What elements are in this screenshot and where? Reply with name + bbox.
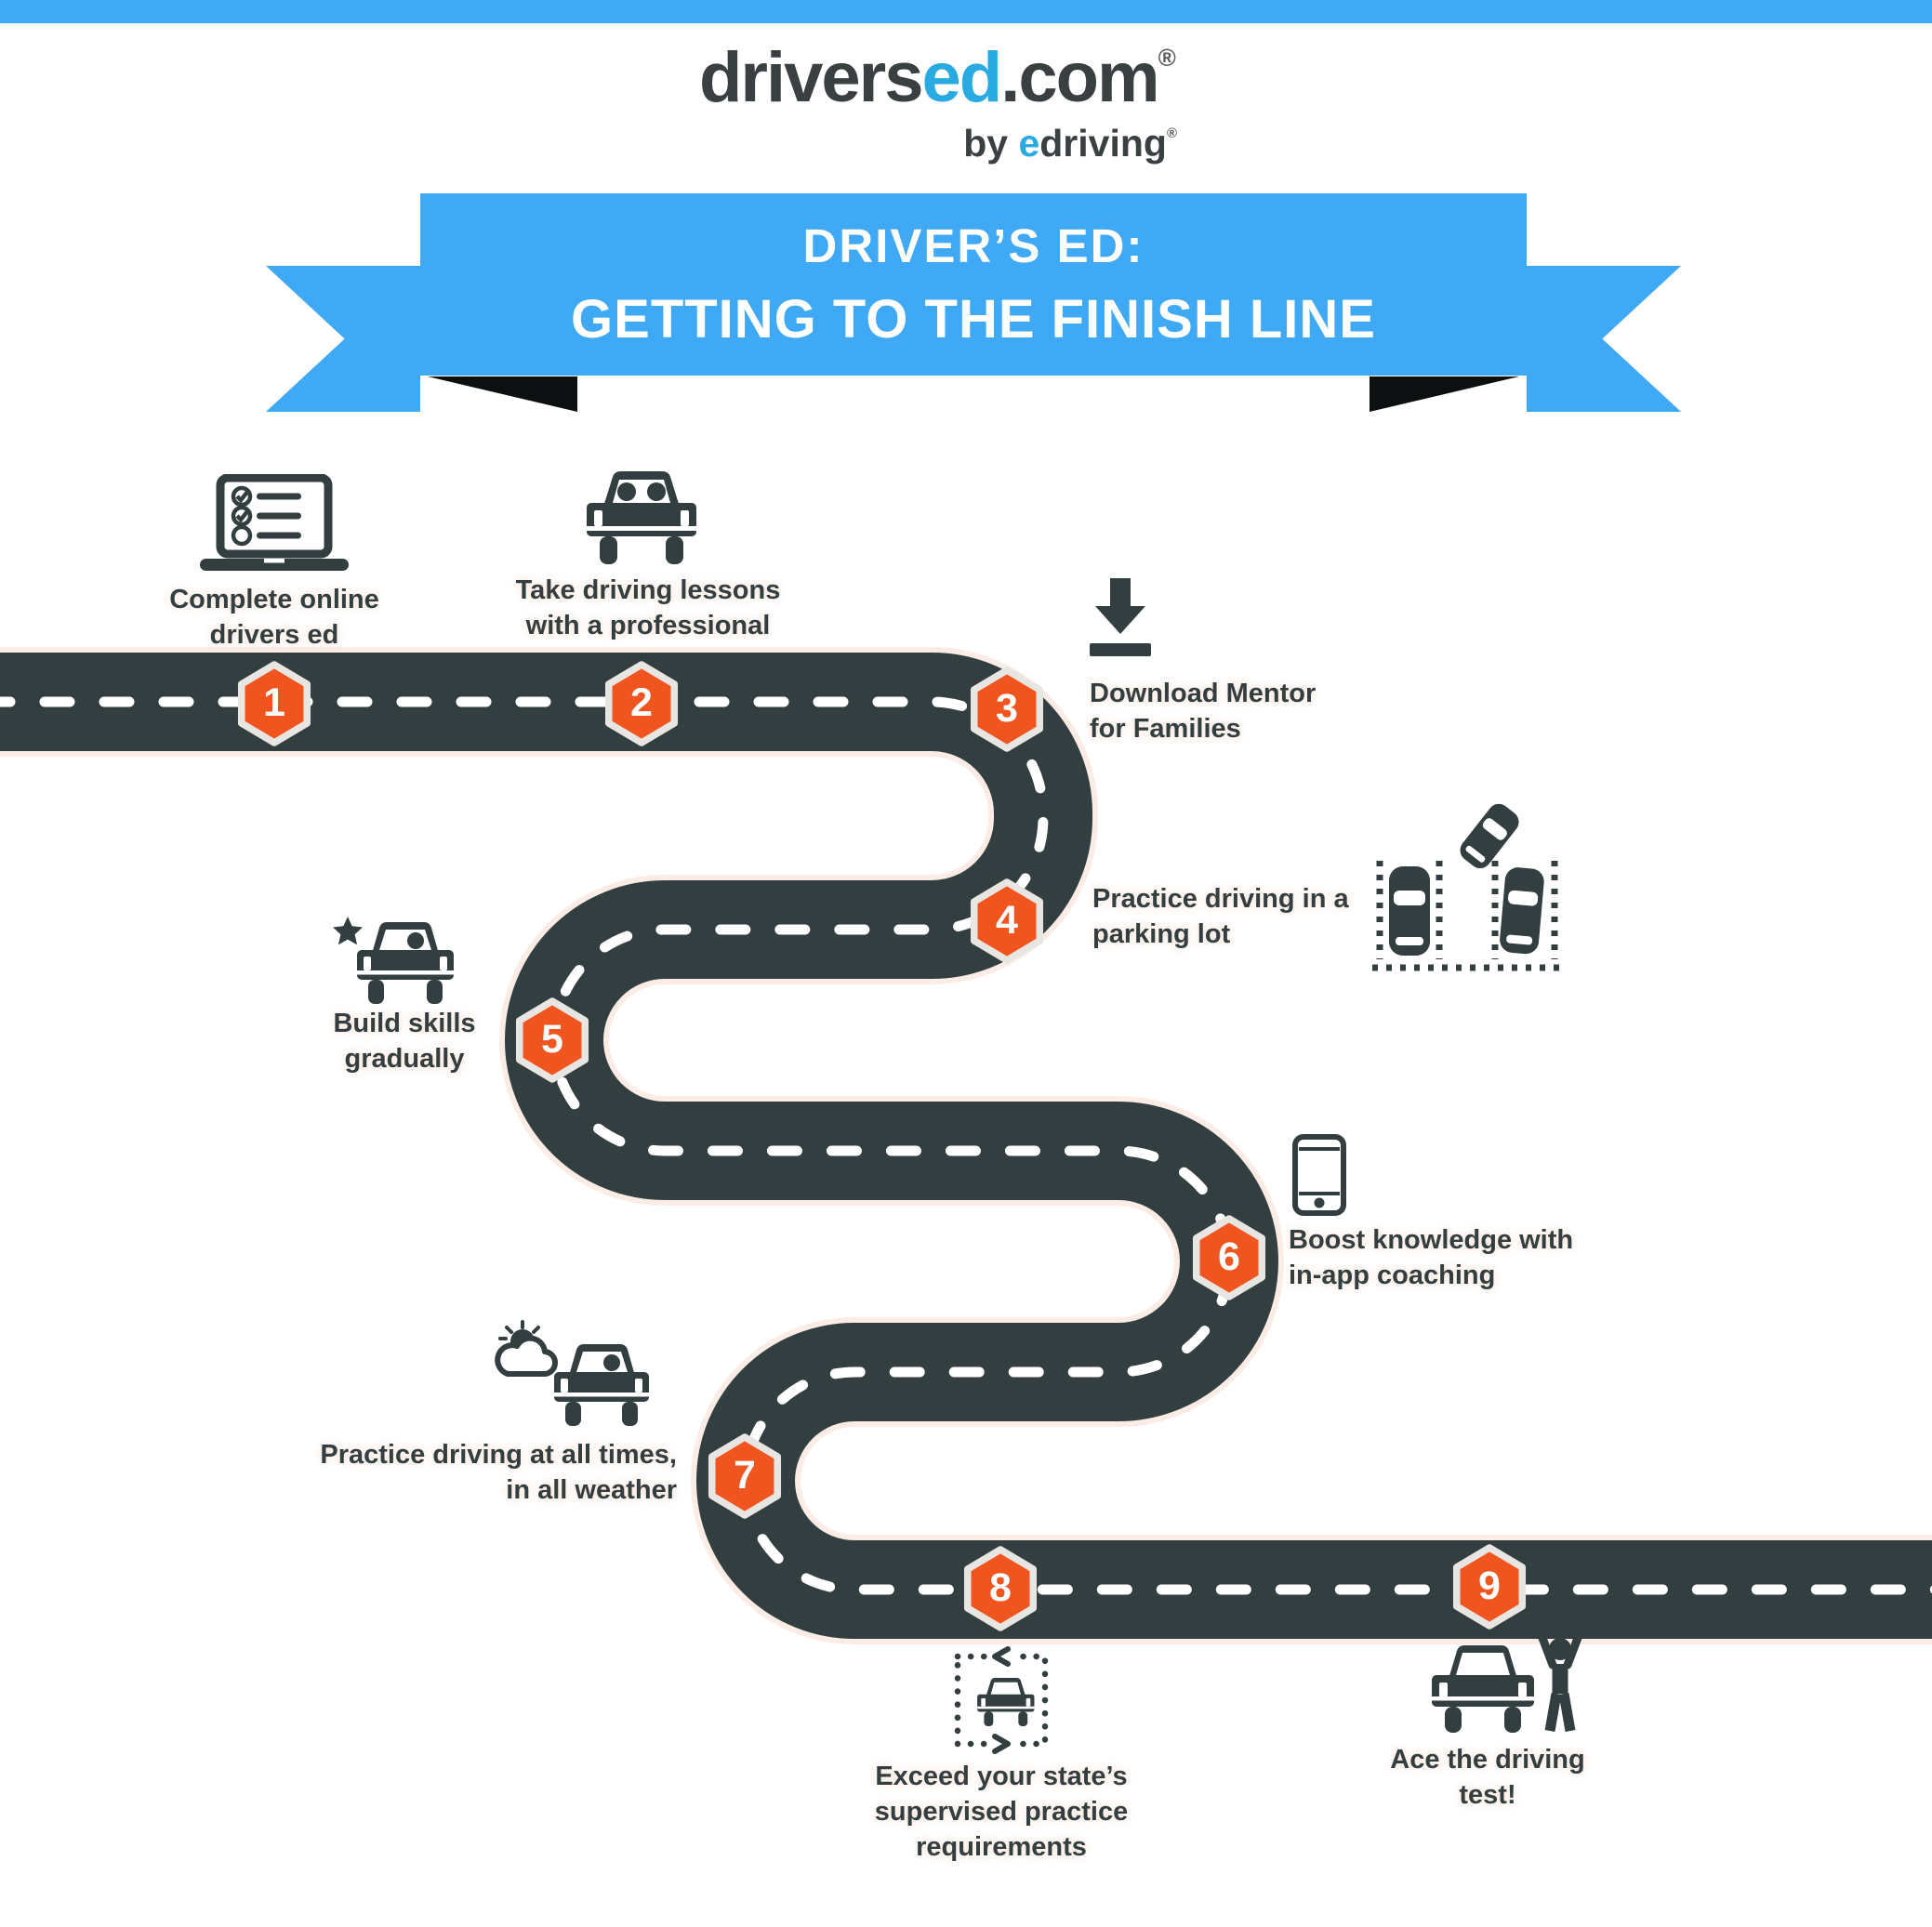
step-number: 2 [630, 680, 653, 725]
step-number: 6 [1218, 1234, 1240, 1279]
checklist-laptop-icon [200, 474, 349, 571]
car-with-star-icon [333, 917, 454, 1004]
logo-part-com: .com [1000, 38, 1159, 117]
top-accent-bar [0, 0, 1932, 23]
step-number: 1 [263, 680, 285, 725]
step-number: 3 [996, 685, 1018, 731]
logo-wordmark: driversed.com® [699, 37, 1183, 118]
logo-part-ed: ed [921, 38, 1003, 117]
step-marker-8: 8 [961, 1545, 1039, 1632]
step-number: 9 [1478, 1563, 1501, 1608]
registered-mark: ® [1166, 125, 1177, 141]
driversed-logo: driversed.com® by edriving® [699, 37, 1183, 165]
supervised-practice-loop-icon [954, 1646, 1049, 1754]
step-marker-6: 6 [1190, 1214, 1268, 1301]
logo-part-drivers: drivers [699, 38, 923, 117]
step-marker-4: 4 [968, 878, 1046, 965]
car-and-cheering-person-icon [1432, 1636, 1582, 1733]
step-number: 4 [996, 897, 1018, 943]
registered-mark: ® [1158, 44, 1176, 72]
step-marker-2: 2 [602, 660, 681, 747]
road-center-line [0, 696, 1932, 1595]
step-number: 8 [989, 1564, 1012, 1610]
car-in-weather-icon [495, 1320, 649, 1426]
title-banner: DRIVER’S ED: GETTING TO THE FINISH LINE [420, 193, 1527, 376]
car-with-passengers-icon [587, 471, 696, 564]
parking-lot-icon [1372, 803, 1560, 971]
logo-byline: by edriving® [963, 122, 1177, 165]
step-marker-7: 7 [706, 1432, 784, 1520]
step-number: 5 [541, 1016, 563, 1062]
step-label-7: Practice driving at all times,in all wea… [320, 1440, 677, 1505]
smartphone-icon [1292, 1134, 1346, 1216]
download-arrow-icon [1090, 578, 1151, 656]
step-marker-3: 3 [968, 666, 1046, 753]
step-marker-9: 9 [1450, 1543, 1528, 1630]
step-marker-5: 5 [513, 996, 591, 1084]
step-number: 7 [734, 1452, 756, 1498]
step-marker-1: 1 [235, 660, 313, 747]
banner-title-line2: GETTING TO THE FINISH LINE [571, 289, 1376, 350]
banner-title-line1: DRIVER’S ED: [802, 219, 1145, 272]
